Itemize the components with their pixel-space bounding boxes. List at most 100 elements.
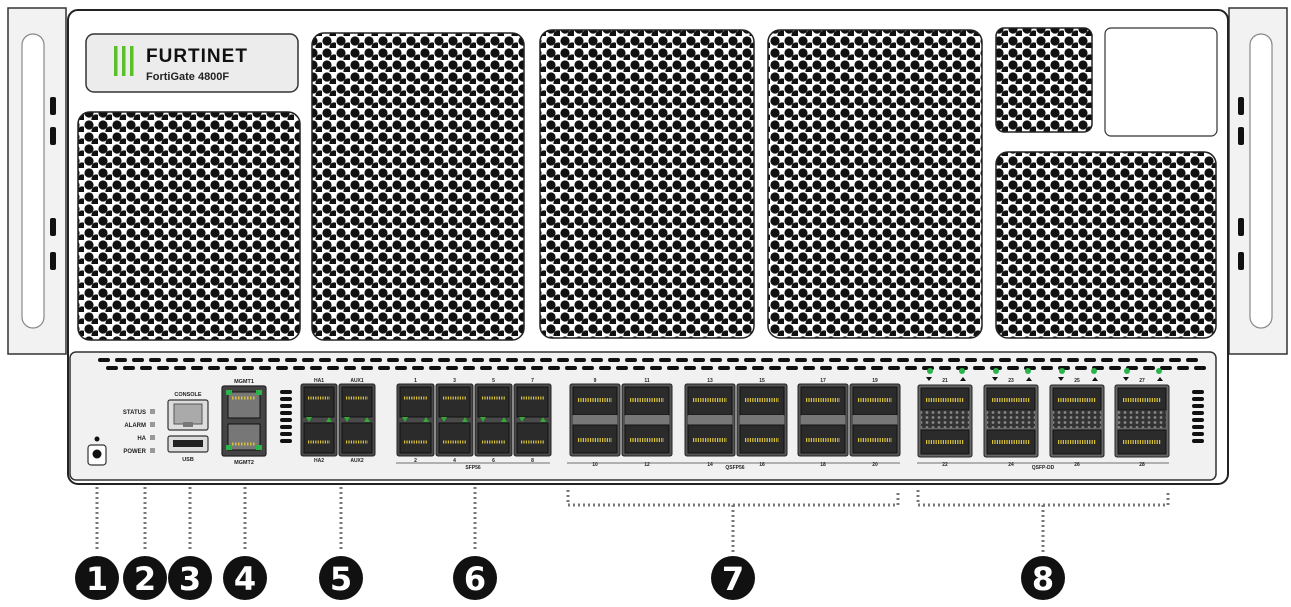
mgmt2-port[interactable] [226, 423, 262, 451]
port-number-label: 28 [1139, 462, 1145, 468]
sfp56-port-4[interactable] [438, 422, 471, 454]
qsfp56-port-13[interactable] [687, 386, 733, 416]
io-side-slots [1192, 390, 1204, 443]
vent-slot [1050, 358, 1062, 362]
callout-number: 6 [464, 560, 486, 598]
qsfp56-port-20[interactable] [852, 424, 898, 454]
vent-slot [812, 358, 824, 362]
port-led [1156, 368, 1162, 374]
side-slot [280, 418, 292, 422]
qsfpdd-port-21[interactable] [920, 387, 970, 411]
qsfp56-port-9[interactable] [572, 386, 618, 416]
vent-slot [166, 358, 178, 362]
port-led [1025, 368, 1031, 374]
led-label-ha: HA [137, 436, 146, 442]
vent-slot [412, 366, 424, 370]
port-indicator [480, 417, 486, 422]
vent-slot [1007, 366, 1019, 370]
vent-slot [863, 358, 875, 362]
vent-slot [633, 366, 645, 370]
port-number-label: 15 [759, 378, 765, 384]
vent-slot [319, 358, 331, 362]
sfp56-port-5[interactable] [477, 386, 510, 418]
sfp56-port-8[interactable] [516, 422, 549, 454]
callout-number: 1 [86, 560, 108, 598]
qsfp56-port-10[interactable] [572, 424, 618, 454]
vent-slot [931, 358, 943, 362]
vent-slot [786, 366, 798, 370]
sfp56-port-3[interactable] [438, 386, 471, 418]
sfp56-port-1[interactable] [399, 386, 432, 418]
vent-slot [472, 358, 484, 362]
vent-slot [200, 358, 212, 362]
qsfpdd-port-22[interactable] [920, 429, 970, 455]
sfp-cage-pair: 12 [396, 378, 435, 464]
qsfpdd-port-23[interactable] [986, 387, 1036, 411]
blank-label-area [1104, 27, 1218, 137]
ha1-port[interactable] [303, 386, 335, 418]
port-slot [920, 387, 970, 411]
usb-port[interactable]: USB [167, 435, 209, 463]
qsfpdd-port-25[interactable] [1052, 387, 1102, 411]
vent-slot [268, 358, 280, 362]
qsfp56-port-19[interactable] [852, 386, 898, 416]
qsfp56-port-12[interactable] [624, 424, 670, 454]
vent-slot [625, 358, 637, 362]
sfp56-port-2[interactable] [399, 422, 432, 454]
aux2-port[interactable] [341, 422, 373, 454]
port-indicator [441, 417, 447, 422]
qsfpdd-port-27[interactable] [1117, 387, 1167, 411]
port-slot [438, 386, 471, 418]
ha2-port[interactable] [303, 422, 335, 454]
led-status [150, 409, 155, 414]
vent-slot [701, 366, 713, 370]
rlx-button[interactable]: RLX [87, 436, 107, 466]
qsfp56-port-17[interactable] [800, 386, 846, 416]
port-heatsink [987, 410, 1035, 428]
left-rack-ear [7, 7, 67, 355]
qsfp56-port-16[interactable] [739, 424, 785, 454]
vent-slot [378, 366, 390, 370]
vent-slot [667, 366, 679, 370]
qsfp56-port-14[interactable] [687, 424, 733, 454]
vent-slot [353, 358, 365, 362]
vent-slot [506, 358, 518, 362]
vent-slot [897, 358, 909, 362]
vent-slot [642, 358, 654, 362]
vent-slot [480, 366, 492, 370]
mgmt1-port[interactable] [226, 390, 262, 419]
port-slot [477, 386, 510, 418]
port-indicator [519, 417, 525, 422]
port-number-label: HA1 [314, 378, 324, 384]
sfp56-port-6[interactable] [477, 422, 510, 454]
qsfpdd-port-24[interactable] [986, 429, 1036, 455]
vent-slot [659, 358, 671, 362]
aux1-port[interactable] [341, 386, 373, 418]
io-side-slots [280, 390, 292, 443]
vent-slot [1143, 366, 1155, 370]
qsfpdd-port-28[interactable] [1117, 429, 1167, 455]
vent-slot [718, 366, 730, 370]
callout-number: 5 [330, 560, 352, 598]
side-slot [280, 390, 292, 394]
port-number-label: 8 [531, 458, 534, 464]
callout-number: 8 [1032, 560, 1054, 598]
qsfp56-port-11[interactable] [624, 386, 670, 416]
vent-slot [1084, 358, 1096, 362]
sfp56-port-7[interactable] [516, 386, 549, 418]
port-indicator [501, 417, 507, 422]
usb-label: USB [182, 457, 194, 463]
qsfpdd-port-26[interactable] [1052, 429, 1102, 455]
qsfp56-port-18[interactable] [800, 424, 846, 454]
port-indicator [1123, 377, 1129, 381]
vent-slot [693, 358, 705, 362]
console-port[interactable]: CONSOLE [167, 392, 209, 431]
port-slot [438, 422, 471, 454]
vent-slot [242, 366, 254, 370]
qsfp56-port-15[interactable] [739, 386, 785, 416]
